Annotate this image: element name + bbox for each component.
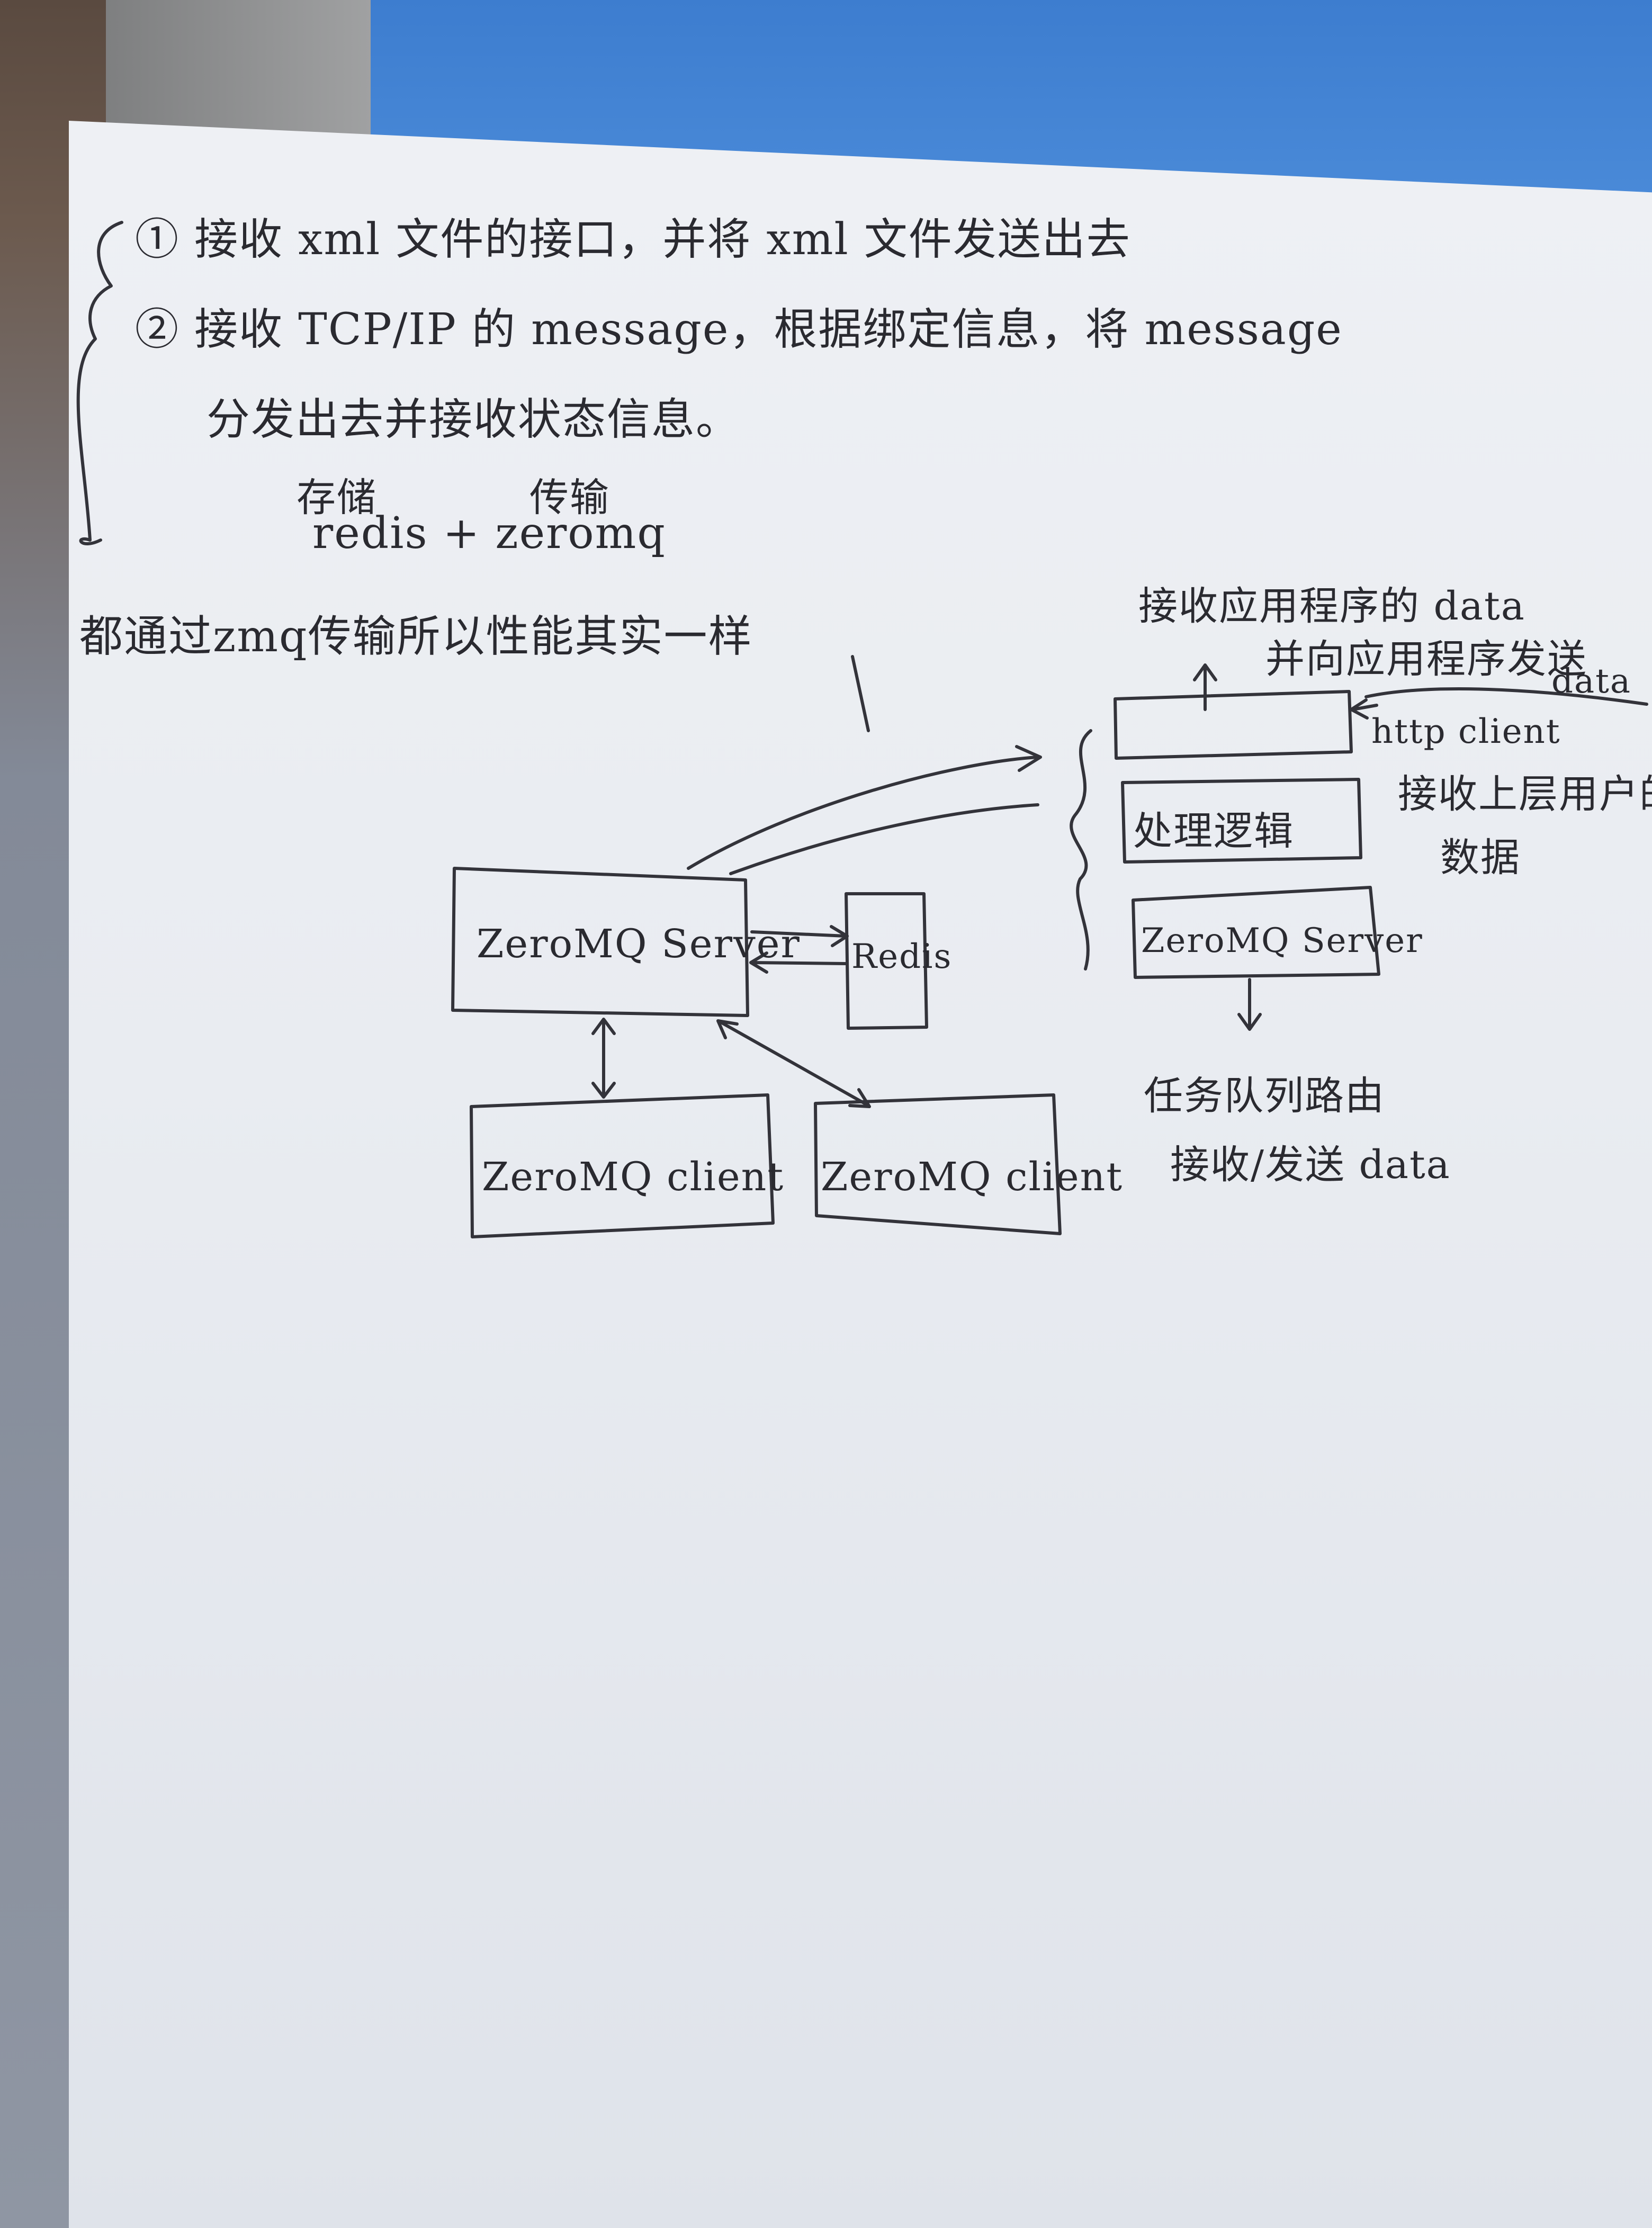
arrow-redis-to-server: [749, 951, 848, 974]
arrow-down-bottom: [1237, 978, 1262, 1031]
right-top-note-2: 并向应用程序发送: [1265, 636, 1587, 682]
note-line-1: ① 接收 xml 文件的接口，并将 xml 文件发送出去: [135, 214, 1131, 265]
note-line-3: 分发出去并接收状态信息。: [206, 394, 741, 445]
right-top-note-1: 接收应用程序的 data: [1138, 583, 1525, 629]
arrow-up-top: [1193, 663, 1217, 711]
redis-label: Redis: [851, 937, 953, 976]
arrow-server-to-redis: [750, 925, 849, 947]
right-zmq-server-label: ZeroMQ Server: [1141, 921, 1423, 960]
paper-sheet: [69, 121, 1652, 2228]
zmq-client-1-label: ZeroMQ client: [482, 1154, 785, 1200]
http-note-1: 接收上层用户的: [1398, 771, 1652, 817]
arrow-left-into-box: [1350, 698, 1378, 720]
right-box-zmq-server: [1132, 886, 1380, 979]
arrow-server-client1: [591, 1018, 616, 1099]
transport-label: 传输: [529, 475, 610, 520]
right-box-http: [1114, 690, 1353, 760]
curve-server-to-right-1: [687, 745, 1042, 870]
logic-box-label: 处理逻辑: [1133, 808, 1294, 854]
http-note-2: 数据: [1440, 835, 1521, 881]
zmq-server-box: [451, 867, 749, 1017]
curve-server-to-right-2: [729, 803, 1039, 875]
zmq-client-1-box: [470, 1093, 775, 1238]
note-line-2: ② 接收 TCP/IP 的 message，根据绑定信息，将 message: [135, 304, 1343, 355]
zmq-client-2-label: ZeroMQ client: [821, 1154, 1124, 1200]
squiggle-separator: [1070, 729, 1092, 971]
right-top-note-data: data: [1551, 662, 1631, 701]
arrow-server-client2: [716, 1019, 871, 1108]
summary-note: 都通过zmq传输所以性能其实一样: [79, 612, 753, 662]
pen-mark-summary: [851, 655, 870, 732]
http-client-label: http client: [1371, 712, 1561, 751]
storage-label: 存储: [297, 475, 377, 520]
redis-box: [845, 892, 928, 1030]
bottom-note-1: 任务队列路由: [1144, 1073, 1385, 1119]
right-box-logic: [1121, 778, 1362, 864]
zmq-client-2-box: [814, 1093, 1062, 1235]
stack-label: redis + zeromq: [312, 508, 666, 559]
bottom-note-2: 接收/发送 data: [1170, 1142, 1451, 1188]
bracket-data: [1364, 687, 1648, 706]
left-brace: [76, 221, 123, 546]
zmq-server-label: ZeroMQ Server: [477, 921, 801, 967]
